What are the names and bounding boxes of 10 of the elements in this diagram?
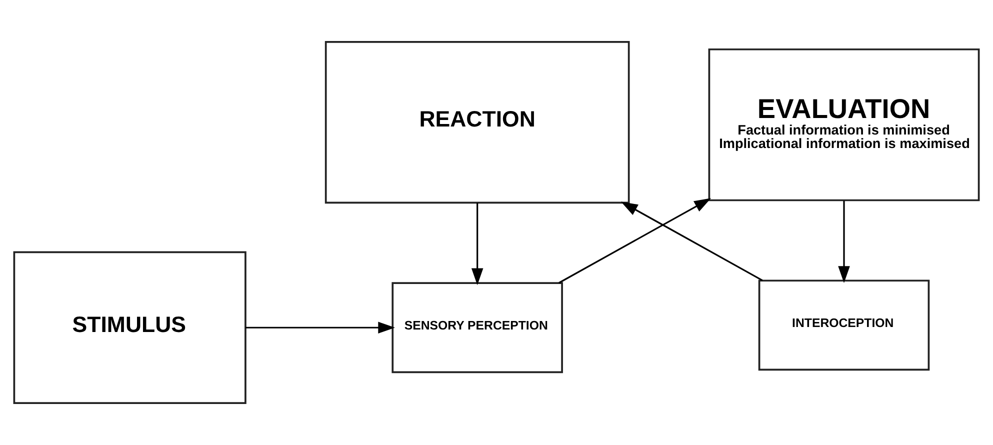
node-box: INTEROCEPTION [758, 280, 930, 371]
arrow [558, 198, 712, 284]
arrow [620, 202, 763, 282]
arrow [838, 200, 850, 283]
node-box: EVALUATION Factual information is minimised Implicational information is maximised [708, 48, 980, 202]
node-box: REACTION [324, 41, 630, 204]
node-box: SENSORY PERCEPTION [392, 282, 563, 374]
arrow [245, 322, 395, 334]
node-box: STIMULUS [13, 251, 246, 404]
arrow [471, 202, 484, 286]
